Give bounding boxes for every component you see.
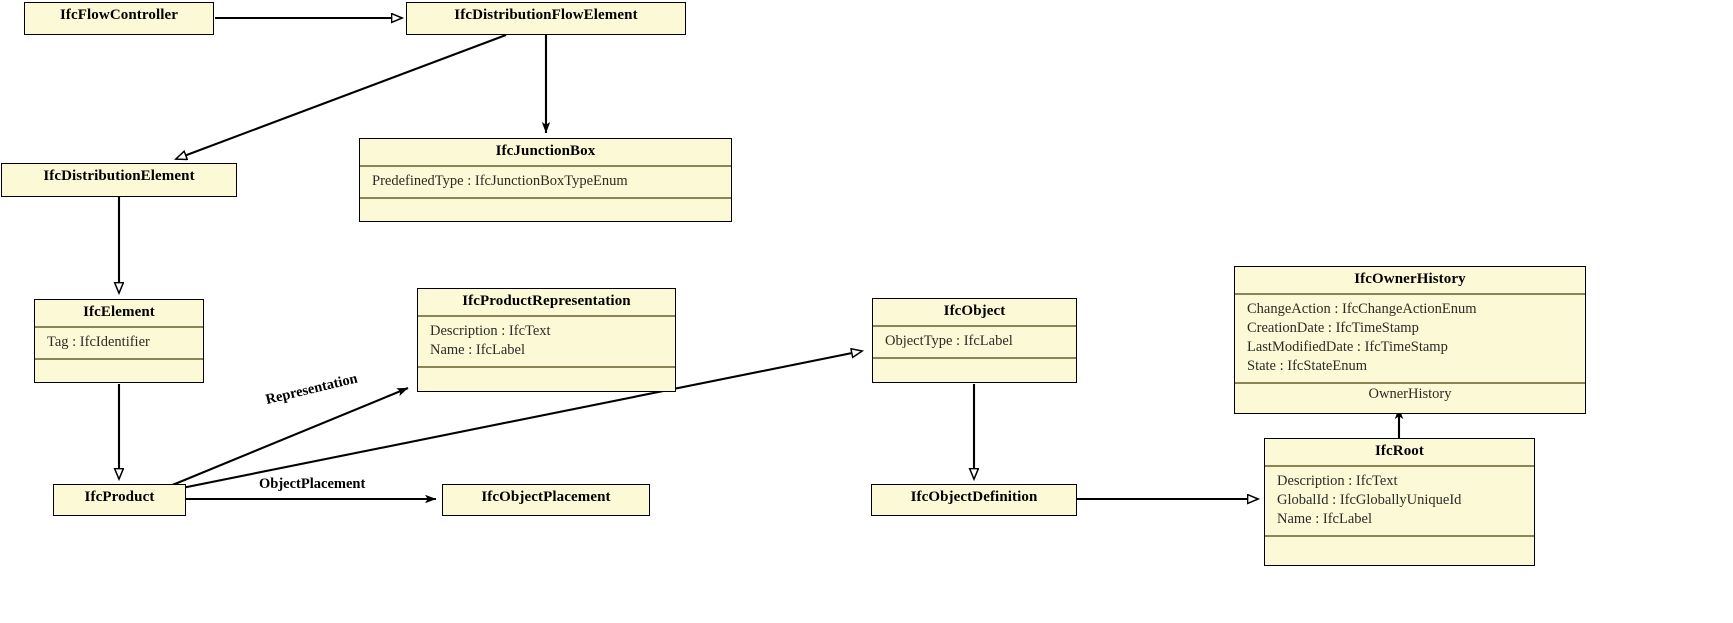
class-attributes: Tag : IfcIdentifier [35, 328, 203, 358]
compartment-divider [1235, 293, 1585, 295]
class-IfcFlowController[interactable]: IfcFlowController [24, 2, 214, 35]
attribute-row: LastModifiedDate : IfcTimeStamp [1247, 339, 1448, 356]
compartment-divider [1265, 535, 1534, 537]
class-operations [418, 368, 675, 385]
class-name: IfcDistributionFlowElement [454, 7, 638, 23]
class-attributes: Description : IfcText GlobalId : IfcGlob… [1265, 467, 1534, 535]
compartment-divider [873, 325, 1076, 327]
class-IfcJunctionBox[interactable]: IfcJunctionBox PredefinedType : IfcJunct… [359, 138, 732, 222]
attribute-row: GlobalId : IfcGloballyUniqueId [1277, 491, 1462, 508]
class-operations [1265, 537, 1534, 554]
class-name: IfcDistributionElement [43, 168, 195, 184]
compartment-divider [1265, 465, 1534, 467]
class-IfcRoot[interactable]: IfcRoot Description : IfcText GlobalId :… [1264, 438, 1535, 566]
class-name: IfcJunctionBox [495, 143, 596, 159]
compartment-divider [1235, 382, 1585, 384]
class-name: IfcRoot [1374, 443, 1425, 459]
attribute-row: Name : IfcLabel [1277, 511, 1373, 528]
attribute-row: ObjectType : IfcLabel [885, 332, 1013, 349]
class-name: IfcObjectDefinition [910, 489, 1038, 505]
class-operations [35, 360, 203, 377]
class-attributes: Description : IfcText Name : IfcLabel [418, 317, 675, 366]
class-IfcDistributionElement[interactable]: IfcDistributionElement [1, 163, 237, 197]
attribute-row: CreationDate : IfcTimeStamp [1247, 319, 1419, 336]
class-operations [360, 199, 731, 216]
compartment-divider [35, 357, 203, 360]
class-IfcObjectDefinition[interactable]: IfcObjectDefinition [871, 484, 1077, 516]
class-IfcObject[interactable]: IfcObject ObjectType : IfcLabel [872, 298, 1077, 383]
class-operations [873, 359, 1076, 376]
compartment-divider [360, 196, 731, 199]
compartment-divider [418, 366, 675, 368]
compartment-divider [418, 315, 675, 317]
class-attributes: ObjectType : IfcLabel [873, 327, 1076, 357]
class-name: IfcProductRepresentation [462, 293, 631, 309]
class-name: IfcObjectPlacement [481, 489, 611, 505]
compartment-divider [35, 326, 203, 328]
attribute-row: Description : IfcText [1277, 472, 1398, 489]
compartment-divider [873, 356, 1076, 359]
class-name: IfcElement [83, 304, 155, 320]
attribute-row: PredefinedType : IfcJunctionBoxTypeEnum [372, 172, 628, 189]
class-IfcDistributionFlowElement[interactable]: IfcDistributionFlowElement [406, 2, 686, 35]
class-name: IfcFlowController [59, 7, 179, 23]
class-attributes: ChangeAction : IfcChangeActionEnum Creat… [1235, 295, 1585, 383]
edge-label-representation: Representation [264, 370, 360, 409]
compartment-divider [360, 165, 731, 167]
attribute-row: Name : IfcLabel [430, 341, 526, 358]
attribute-row: Description : IfcText [430, 322, 551, 339]
class-IfcElement[interactable]: IfcElement Tag : IfcIdentifier [34, 299, 204, 383]
class-name: IfcProduct [84, 489, 155, 505]
attribute-row: ChangeAction : IfcChangeActionEnum [1247, 300, 1477, 317]
attribute-row: State : IfcStateEnum [1247, 358, 1367, 375]
attribute-row: Tag : IfcIdentifier [47, 333, 150, 350]
class-attributes: PredefinedType : IfcJunctionBoxTypeEnum [360, 167, 731, 197]
class-name: IfcOwnerHistory [1354, 271, 1466, 287]
class-IfcProductRepresentation[interactable]: IfcProductRepresentation Description : I… [417, 288, 676, 392]
class-IfcObjectPlacement[interactable]: IfcObjectPlacement [442, 484, 650, 516]
class-operations: OwnerHistory [1368, 385, 1452, 402]
class-name: IfcObject [943, 303, 1006, 319]
edge-label-object-placement: ObjectPlacement [259, 476, 366, 492]
class-IfcProduct[interactable]: IfcProduct [53, 484, 186, 516]
class-IfcOwnerHistory[interactable]: IfcOwnerHistory ChangeAction : IfcChange… [1234, 266, 1586, 414]
